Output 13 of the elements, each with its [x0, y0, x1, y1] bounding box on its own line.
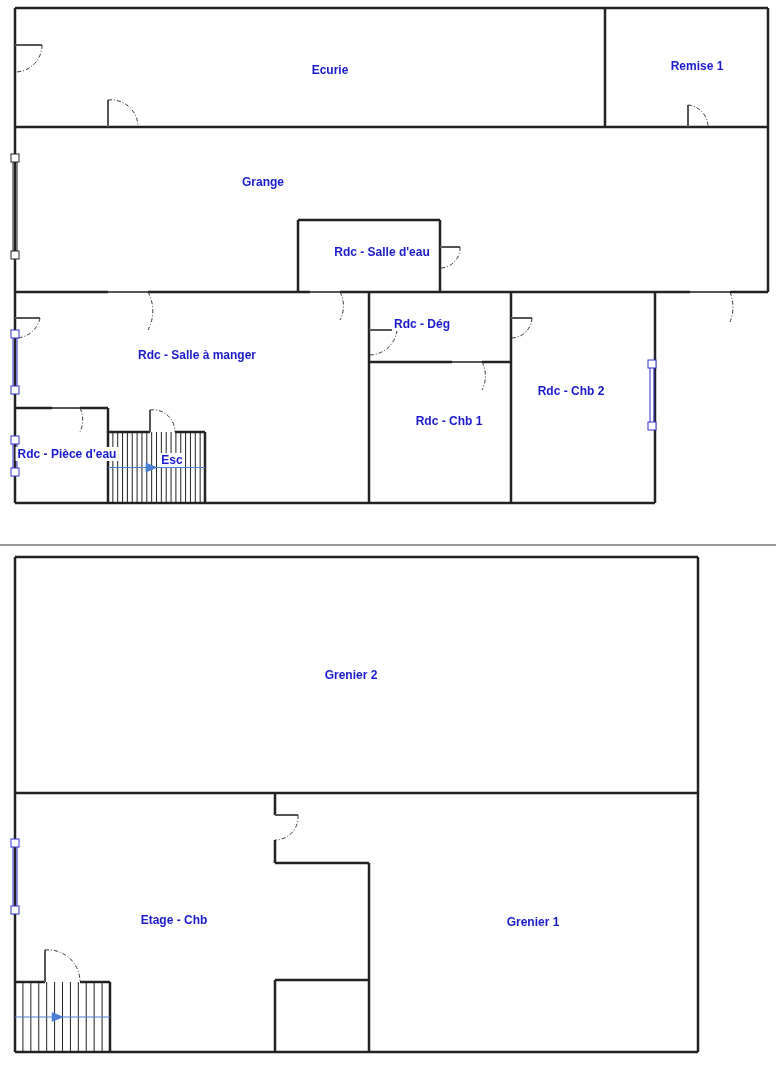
room-label: Grenier 2 [322, 668, 380, 682]
room-label: Rdc - Chb 2 [535, 384, 607, 398]
room-label: Rdc - Salle à manger [136, 348, 258, 362]
room-label: Rdc - Dég [392, 317, 452, 331]
room-label: Grange [240, 175, 286, 189]
room-label: Rdc - Pièce d'eau [15, 447, 119, 461]
room-label: Grenier 1 [504, 915, 562, 929]
room-label: Ecurie [309, 63, 351, 77]
room-label: Rdc - Salle d'eau [332, 245, 432, 259]
room-label: Etage - Chb [138, 913, 210, 927]
room-label: Rdc - Chb 1 [413, 414, 485, 428]
room-label: Remise 1 [668, 59, 726, 73]
room-label: Esc [159, 453, 185, 467]
